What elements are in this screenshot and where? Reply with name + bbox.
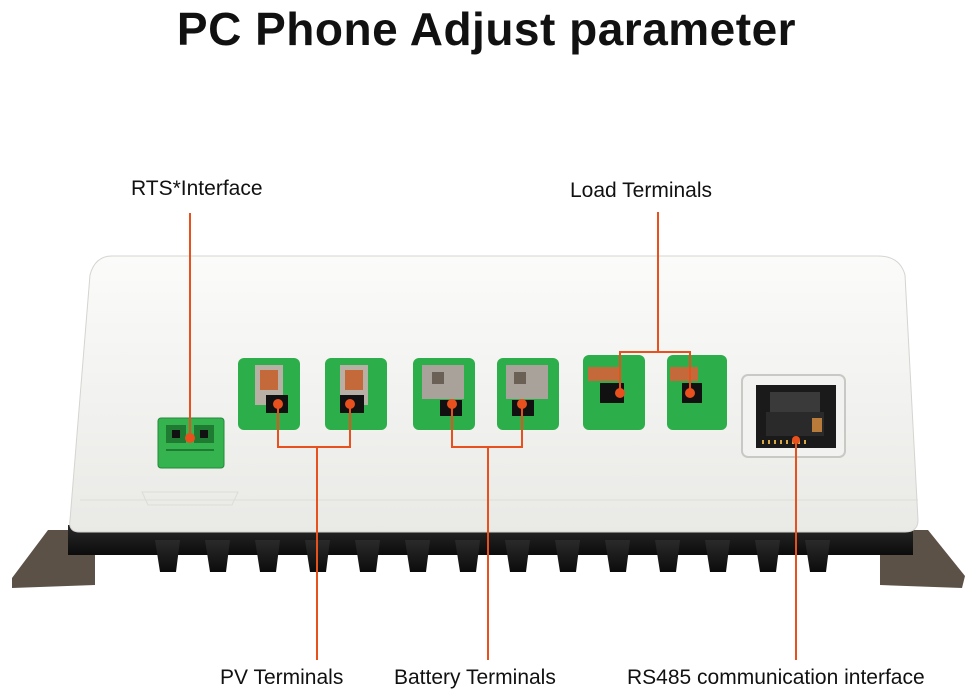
callout-dots xyxy=(185,388,800,444)
load-terminal-2 xyxy=(667,355,727,430)
controller-housing xyxy=(69,255,919,533)
battery-terminal-1 xyxy=(413,358,475,430)
battery-terminals-label: Battery Terminals xyxy=(394,666,556,689)
battery-dot-2 xyxy=(517,399,527,409)
load-dot-1 xyxy=(615,388,625,398)
pv-dot-2 xyxy=(345,399,355,409)
pv-terminal-1 xyxy=(238,358,300,430)
pv-callout-bracket xyxy=(277,404,351,448)
rs485-interface-label: RS485 communication interface xyxy=(627,666,925,689)
page-title: PC Phone Adjust parameter xyxy=(176,3,797,55)
battery-terminal-2 xyxy=(497,358,559,430)
pv-terminal-2 xyxy=(325,358,387,430)
load-dot-2 xyxy=(685,388,695,398)
rts-interface-label: RTS*Interface xyxy=(131,177,263,200)
rts-dot xyxy=(185,433,195,443)
rs485-port xyxy=(741,374,846,458)
battery-dot-1 xyxy=(447,399,457,409)
housing-notch xyxy=(141,491,239,506)
load-callout-bracket xyxy=(619,351,691,393)
pv-dot-1 xyxy=(273,399,283,409)
rs485-dot xyxy=(792,436,800,444)
load-terminal-1 xyxy=(583,355,645,430)
callout-lines xyxy=(189,212,797,660)
pv-terminals-label: PV Terminals xyxy=(220,666,344,689)
load-terminals-label: Load Terminals xyxy=(570,179,713,202)
rts-connector xyxy=(157,417,225,469)
